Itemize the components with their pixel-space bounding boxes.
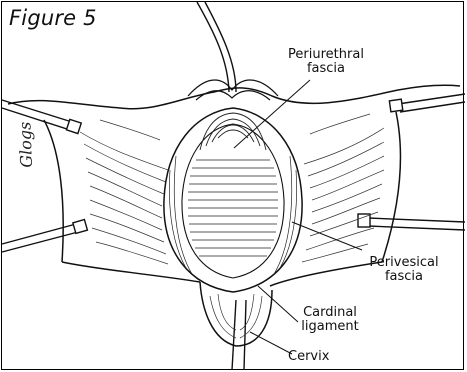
label-perivesical-line2: fascia bbox=[352, 270, 456, 284]
right-lower-retractor bbox=[358, 214, 465, 230]
cervix-tenaculum bbox=[232, 300, 246, 370]
label-periurethral-line1: Periurethral bbox=[278, 48, 374, 62]
label-cardinal-line2: ligament bbox=[290, 320, 370, 334]
label-periurethral-line2: fascia bbox=[278, 62, 374, 76]
label-perivesical-line1: Perivesical bbox=[352, 256, 456, 270]
label-periurethral-fascia: Periurethral fascia bbox=[278, 48, 374, 76]
left-wall-shading bbox=[80, 120, 168, 264]
right-upper-retractor bbox=[389, 94, 465, 112]
right-wall-shading bbox=[302, 114, 384, 262]
label-cervix: Cervix bbox=[288, 350, 348, 364]
left-upper-retractor bbox=[2, 100, 81, 134]
perivesical-fascia-lines bbox=[188, 160, 278, 256]
upper-retractor bbox=[197, 2, 236, 92]
label-cardinal-line1: Cardinal bbox=[290, 306, 370, 320]
urethral-fold bbox=[188, 80, 278, 100]
label-perivesical-fascia: Perivesical fascia bbox=[352, 256, 456, 284]
figure-title: Figure 5 bbox=[9, 6, 97, 30]
left-lower-retractor bbox=[2, 220, 87, 252]
label-cardinal-ligament: Cardinal ligament bbox=[290, 306, 370, 334]
illustrator-signature: Glogs bbox=[15, 121, 36, 168]
periurethral-dome bbox=[200, 113, 266, 150]
